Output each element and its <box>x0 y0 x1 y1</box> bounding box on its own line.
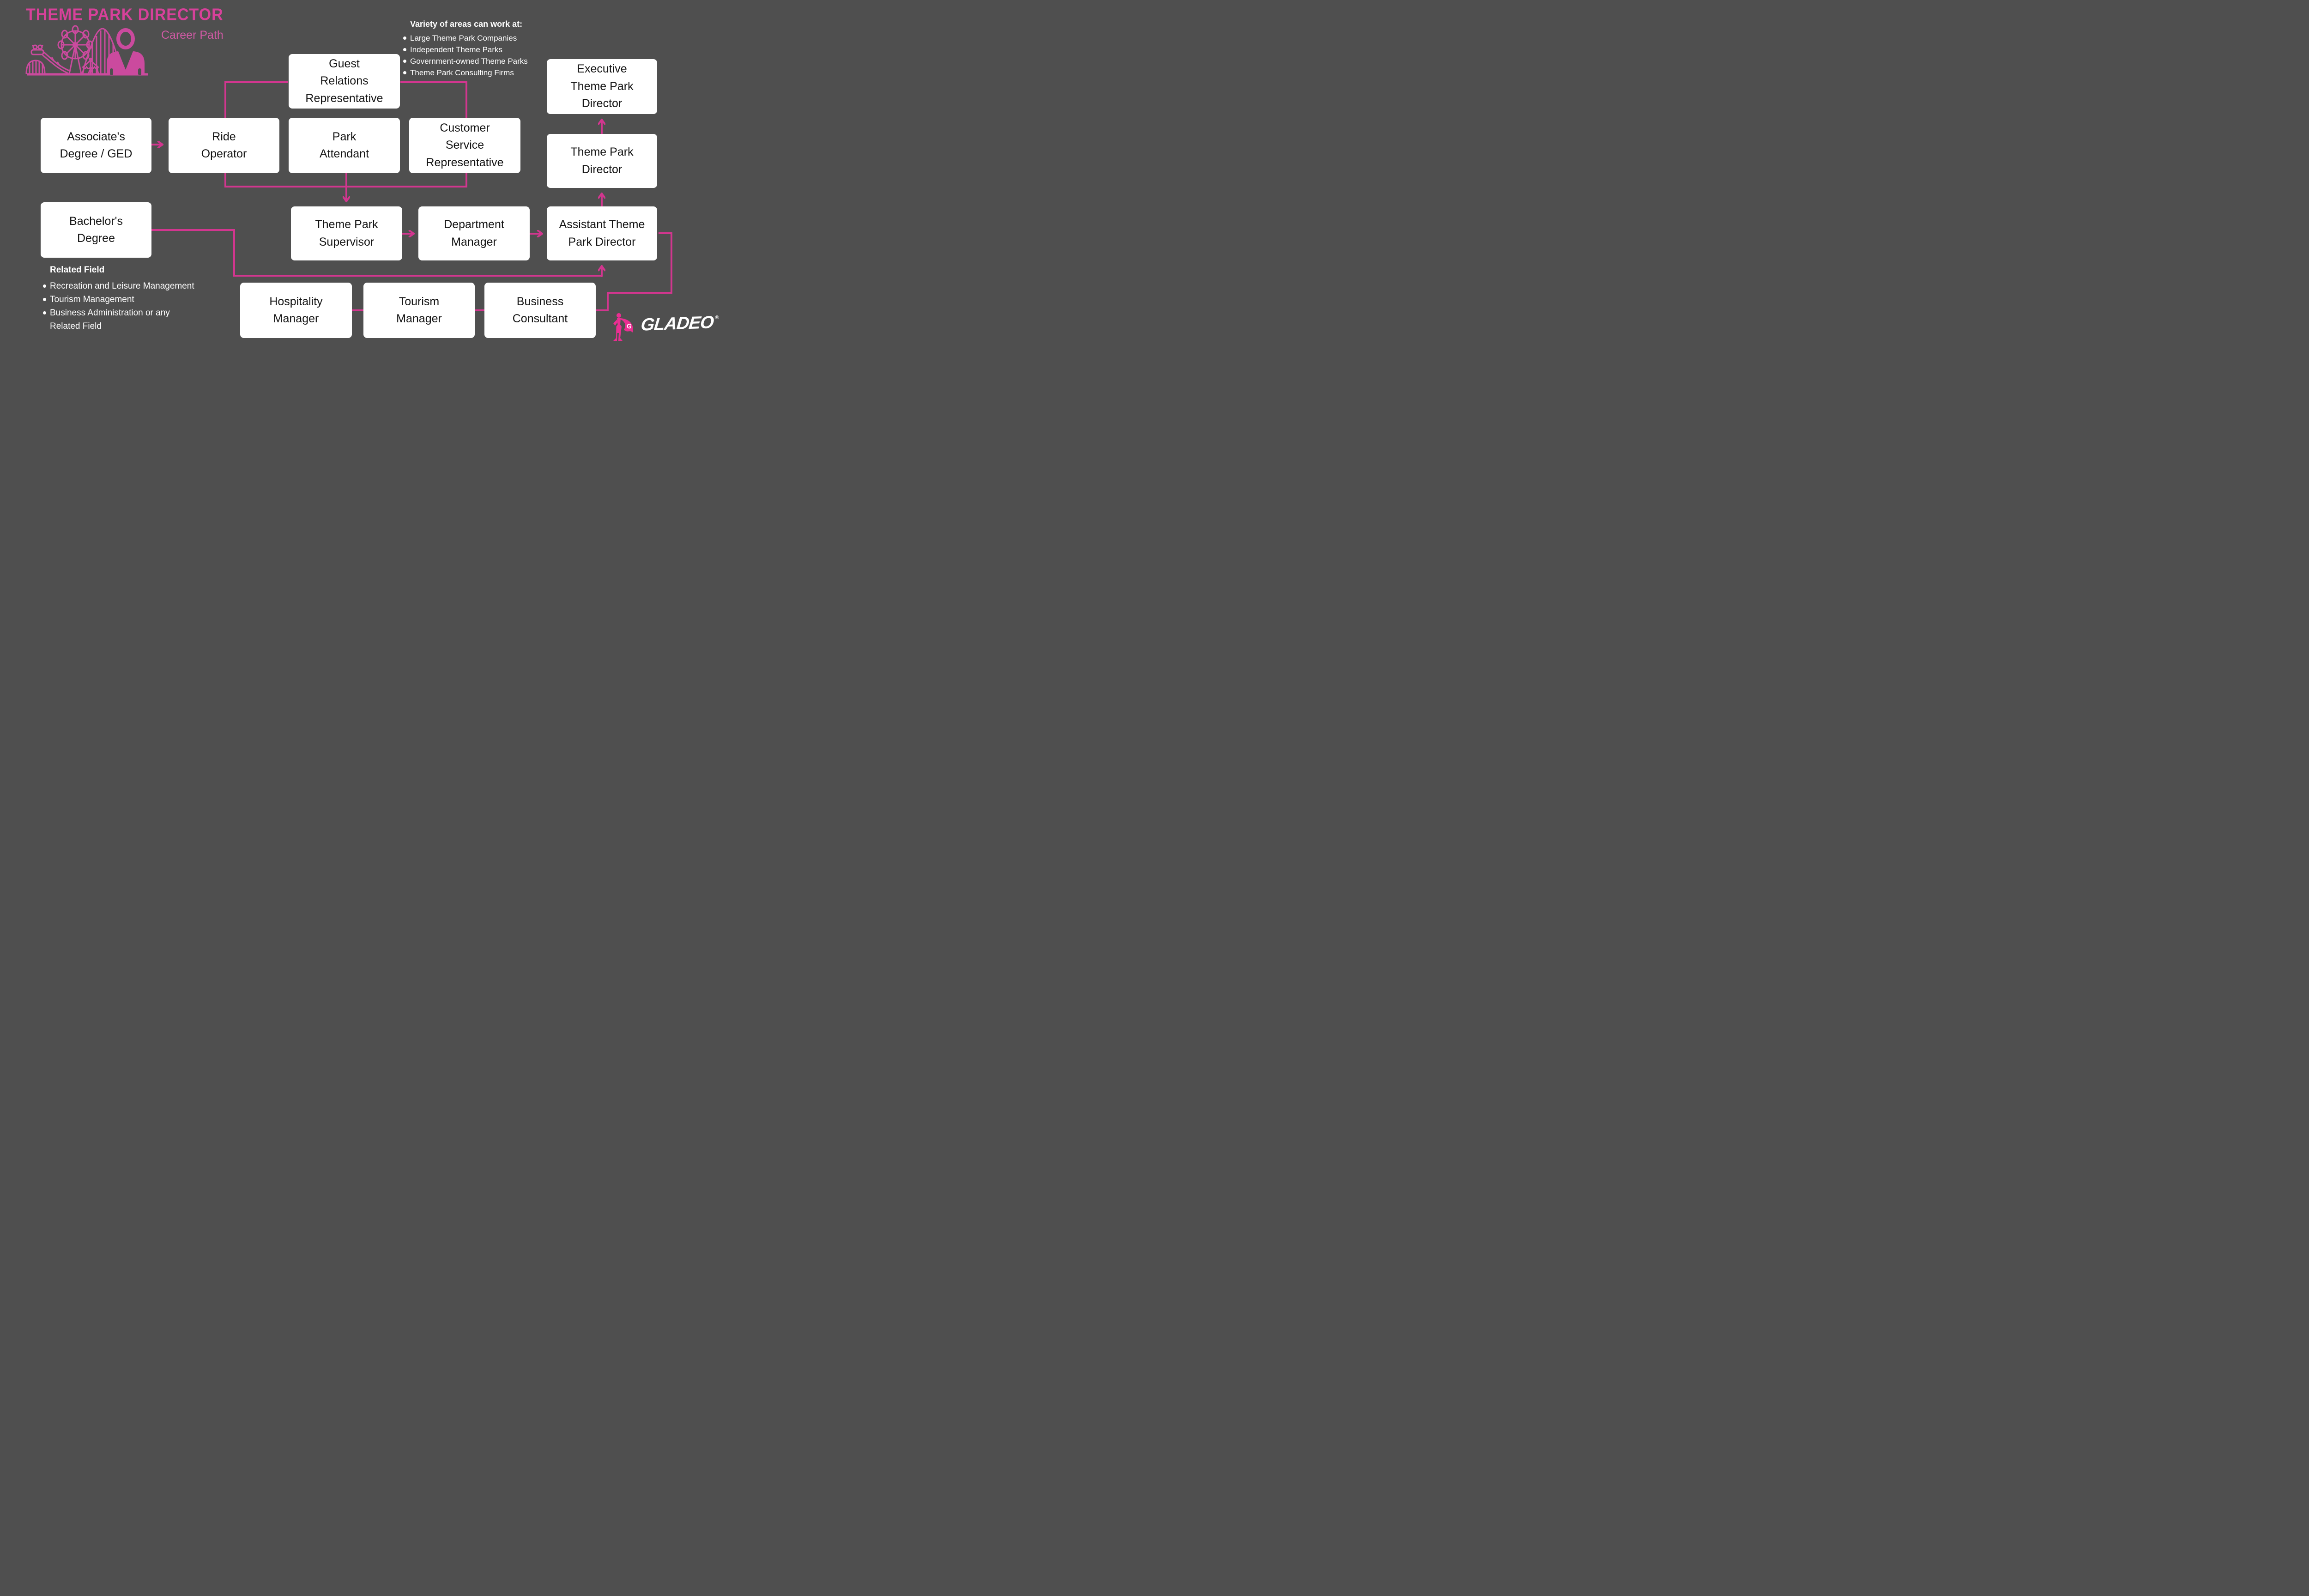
flowchart-connectors <box>151 81 672 311</box>
career-path-poster: THEME PARK DIRECTOR Career Path <box>0 0 724 362</box>
related-field-section: Related Field Recreation and Leisure Man… <box>42 265 222 333</box>
work-area-item: Government-owned Theme Parks <box>402 55 554 67</box>
connector-bachelors-rail <box>151 229 602 277</box>
node-theme-park-director: Theme Park Director <box>547 134 657 188</box>
person-icon <box>107 28 145 75</box>
node-customer-service-rep: Customer Service Representative <box>409 118 520 173</box>
connector-guest-relations-to-customer-service <box>400 81 467 118</box>
work-area-item: Theme Park Consulting Firms <box>402 67 554 79</box>
related-field-item: Business Administration or any Related F… <box>42 306 222 333</box>
gladeo-mascot-icon: G <box>613 313 633 341</box>
node-ride-operator: Ride Operator <box>169 118 279 173</box>
connector-ride-to-guest-relations <box>224 81 288 118</box>
connector-business-to-assistant <box>596 232 672 311</box>
node-business-consultant: Business Consultant <box>484 283 596 338</box>
node-executive-theme-park-director: Executive Theme Park Director <box>547 59 657 114</box>
work-area-item: Independent Theme Parks <box>402 44 554 55</box>
node-bachelors-degree: Bachelor's Degree <box>41 202 151 258</box>
mascot-letter: G <box>626 322 633 330</box>
work-areas-heading: Variety of areas can work at: <box>410 19 523 29</box>
work-areas-list: Large Theme Park Companies Independent T… <box>402 32 554 79</box>
node-hospitality-manager: Hospitality Manager <box>240 283 352 338</box>
node-assistant-theme-park-director: Assistant Theme Park Director <box>547 206 657 260</box>
gladeo-wordmark: GLADEO <box>640 313 715 335</box>
work-area-item: Large Theme Park Companies <box>402 32 554 44</box>
related-field-item: Recreation and Leisure Management <box>42 279 222 293</box>
node-department-manager: Department Manager <box>418 206 530 260</box>
page-subtitle: Career Path <box>161 29 224 42</box>
work-areas-section: Variety of areas can work at: Large Them… <box>402 19 554 79</box>
theme-park-icon <box>25 25 148 76</box>
related-field-heading: Related Field <box>50 265 105 275</box>
related-field-item: Tourism Management <box>42 293 222 306</box>
registered-mark: ® <box>715 315 719 320</box>
gladeo-logo: GLADEO® <box>640 313 719 335</box>
node-theme-park-supervisor: Theme Park Supervisor <box>291 206 402 260</box>
node-tourism-manager: Tourism Manager <box>363 283 475 338</box>
node-guest-relations-rep: Guest Relations Representative <box>289 54 400 109</box>
node-park-attendant: Park Attendant <box>289 118 400 173</box>
related-field-list: Recreation and Leisure Management Touris… <box>42 279 222 333</box>
node-associates-degree-ged: Associate's Degree / GED <box>41 118 151 173</box>
page-title: THEME PARK DIRECTOR <box>26 6 224 24</box>
